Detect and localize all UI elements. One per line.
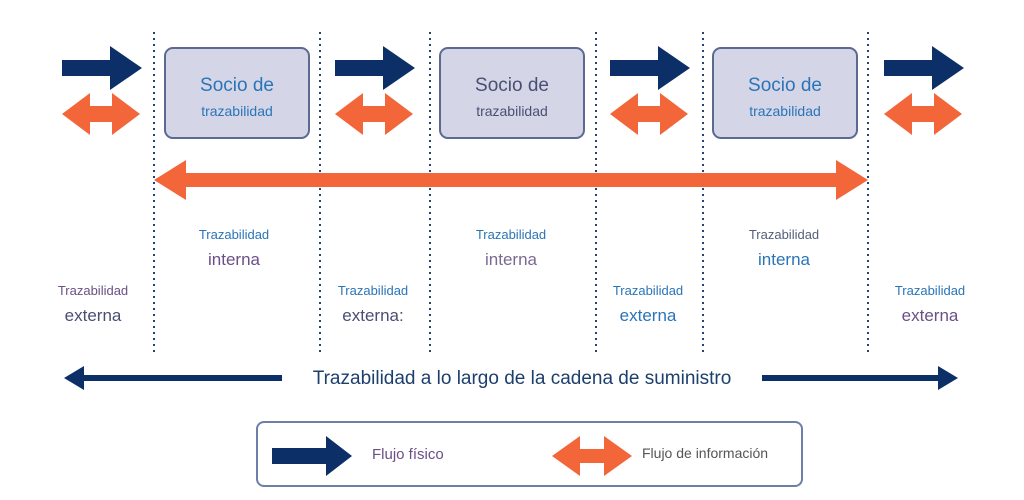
information-flow-arrow (610, 93, 688, 135)
legend: Flujo físico Flujo de información (256, 421, 803, 487)
information-flow-arrow (335, 93, 413, 135)
partner-subtitle: trazabilidad (476, 103, 548, 119)
external-label: Trazabilidad (57, 283, 129, 298)
supply-chain-arrows (64, 366, 958, 390)
partner-subtitle: trazabilidad (201, 103, 273, 119)
internal-label: Trazabilidad (475, 227, 547, 242)
internal-label: Trazabilidad (748, 227, 820, 242)
supply-chain-label: Trazabilidad a lo largo de la cadena de … (312, 368, 732, 389)
legend-information-arrow-icon (552, 436, 632, 476)
external-value: externa (901, 306, 959, 325)
legend-information-label: Flujo de información (642, 445, 769, 461)
long-information-arrow (154, 160, 868, 200)
physical-flow-arrow (884, 46, 964, 90)
external-label: Trazabilidad (612, 283, 684, 298)
partner-subtitle: trazabilidad (749, 103, 821, 119)
external-value: externa (64, 306, 122, 325)
physical-flow-arrow (610, 46, 690, 90)
supply-chain-left-arrow (64, 366, 282, 390)
information-flow-arrow (62, 93, 140, 135)
supply-chain-right-arrow (762, 366, 958, 390)
internal-value: interna (485, 250, 537, 269)
partner-box: Socio de trazabilidad (439, 47, 585, 139)
partner-title: Socio de (748, 75, 822, 96)
partner-title: Socio de (475, 75, 549, 96)
external-label: Trazabilidad (894, 283, 966, 298)
partner-box: Socio de trazabilidad (164, 47, 310, 139)
physical-flow-arrow (62, 46, 142, 90)
legend-physical-label: Flujo físico (372, 446, 444, 463)
information-flow-arrow (884, 93, 962, 135)
external-label: Trazabilidad (337, 283, 409, 298)
internal-value: interna (208, 250, 260, 269)
physical-flow-arrow (335, 46, 415, 90)
partner-box: Socio de trazabilidad (712, 47, 858, 139)
internal-label: Trazabilidad (198, 227, 270, 242)
external-value: externa (619, 306, 677, 325)
partner-title: Socio de (200, 75, 274, 96)
legend-physical-arrow-icon (272, 436, 352, 476)
internal-value: interna (758, 250, 810, 269)
external-value: externa: (342, 306, 404, 325)
